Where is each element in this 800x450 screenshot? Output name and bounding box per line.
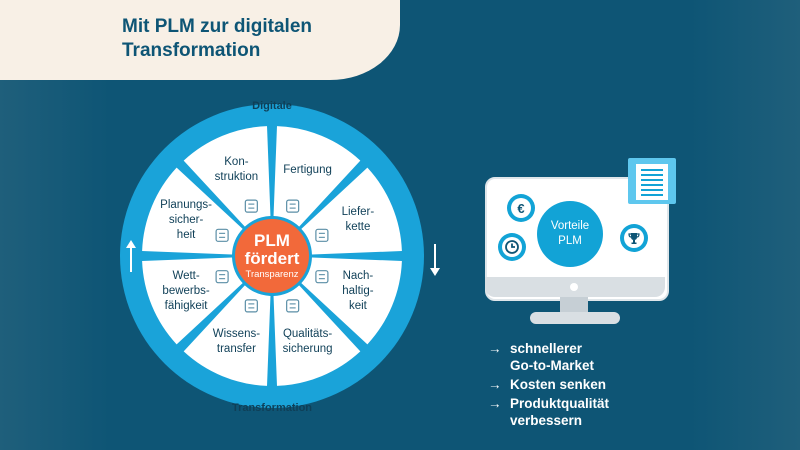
wheel-segment-wissenstransfer [183,285,271,386]
arrow-down-icon [430,268,440,276]
tools-icon [244,199,258,213]
badge-icon [286,299,300,313]
arrow-right-icon: → [488,341,502,356]
wheel-center-text: PLM fördert Transparenz [230,232,314,281]
document-line [641,174,663,176]
wheel-segment-wettbewerbsfaehigkeit [142,257,243,345]
segment-label-konstruktion: Kon-struktion [196,155,276,185]
benefit-text: Kosten senken [510,376,606,393]
segment-label-line: Liefer- [341,206,375,219]
arrow-up-icon [126,240,136,248]
ring-arrows [126,240,440,276]
benefits-list: → schnellerer Go-to-Market → Kosten senk… [488,340,688,431]
segment-label-line: fähigkeit [164,300,208,313]
segment-label-line: haltig- [342,285,374,298]
document-line [641,179,663,181]
benefit-text: schnellerer Go-to-Market [510,340,594,374]
segment-label-line: sicher- [168,213,204,226]
monitor-stand-foot [530,312,620,324]
wheel-segment-fertigung [273,126,361,227]
calendar-icon [215,228,229,242]
segment-label-nachhaltigkeit: Nach-haltig-keit [318,269,398,314]
network-icon [315,228,329,242]
euro-icon-inner: € [511,198,531,218]
document-line [641,194,663,196]
wheel-segment-konstruktion [183,126,271,227]
segment-label-qualitaetssicherung: Qualitäts-sicherung [268,327,348,357]
euro-icon: € [507,194,535,222]
wheel-segment-planungssicherheit [142,167,243,255]
segment-label-line: Wissens- [212,327,261,340]
ring-label-top: Digitale [252,100,292,112]
segment-label-line: Fertigung [283,163,332,176]
benefit-line: Go-to-Market [510,358,594,373]
wheel-segment-nachhaltigkeit [301,257,402,345]
document-line [641,169,663,171]
vorteile-label: Vorteile [550,220,590,232]
center-title: PLM [254,231,290,250]
benefit-line: Kosten senken [510,377,607,392]
segment-label-wettbewerbsfaehigkeit: Wett-bewerbs-fähigkeit [146,269,226,314]
benefit-line: Produktqualität [510,396,610,411]
title-line-2: Transformation [122,40,261,61]
monitor-stand-neck [560,297,588,313]
wheel-center-disc [235,219,309,293]
segment-label-line: bewerbs- [162,285,210,298]
title-line-1: Mit PLM zur digitalen [122,16,312,37]
segment-label-line: Wett- [172,270,200,283]
segment-label-line: Kon- [224,156,249,169]
chart-board-icon [215,270,229,284]
wheel-segment-lieferkette [301,167,402,255]
segment-label-line: keit [348,300,367,313]
segment-label-line: sicherung [282,342,333,355]
wheel-segment-qualitaetssicherung [273,285,361,386]
benefit-line: verbessern [510,413,583,428]
segment-label-wissenstransfer: Wissens-transfer [196,327,276,357]
segment-label-fertigung: Fertigung [268,163,348,178]
plm-label: PLM [558,235,582,247]
leaf-icon [315,270,329,284]
clock-icon-inner [502,237,522,257]
center-subtitle: fördert [244,249,300,268]
document-line [641,184,663,186]
document-page [636,164,668,200]
segment-label-line: Nach- [342,270,374,283]
vorteile-plm-badge: Vorteile PLM [537,201,603,267]
benefit-item: → Produktqualität verbessern [488,395,688,429]
document-icon [628,158,676,204]
segment-label-line: struktion [214,171,259,184]
benefit-line: schnellerer [510,341,583,356]
ring-label-bottom: Transformation [231,402,313,414]
segment-label-line: transfer [216,342,256,355]
trophy-icon [620,224,648,252]
monitor-power-dot [570,283,578,291]
wheel-segments [142,126,402,386]
trophy-icon-inner [624,228,644,248]
benefit-item: → Kosten senken [488,376,688,393]
arrow-right-icon: → [488,377,502,392]
document-line [641,189,663,191]
segment-label-line: heit [176,228,196,241]
segment-label-line: Qualitäts- [282,327,333,340]
background-right-panel [690,0,800,450]
lightbulb-icon [244,299,258,313]
page-title: Mit PLM zur digitalen Transformation [122,15,392,63]
title-card [0,0,400,80]
segment-label-planungssicherheit: Planungs-sicher-heit [146,198,226,243]
segment-label-line: kette [345,221,371,234]
benefit-item: → schnellerer Go-to-Market [488,340,688,374]
benefit-text: Produktqualität verbessern [510,395,609,429]
center-caption: Transparenz [245,269,299,280]
clock-icon [498,233,526,261]
checklist-icon [286,199,300,213]
segment-label-line: Planungs- [160,198,212,211]
segment-label-lieferkette: Liefer-kette [318,205,398,235]
arrow-right-icon: → [488,396,502,411]
wheel-icons [215,199,329,313]
